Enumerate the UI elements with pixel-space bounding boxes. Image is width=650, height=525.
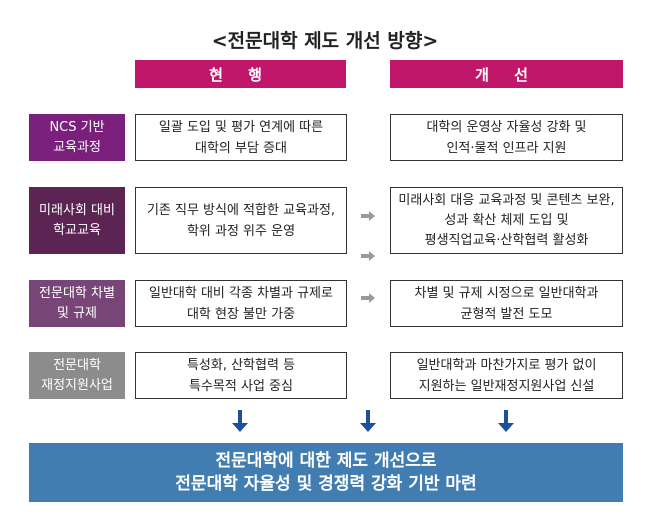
text-line: 일괄 도입 및 평가 연계에 따른 [158, 119, 324, 135]
text-line: 인적·물적 인프라 지원 [446, 140, 567, 156]
text-line: 성과 확산 체제 도입 및 [444, 212, 569, 228]
text-line: 지원하는 일반재정지원사업 신설 [418, 378, 595, 394]
header-improvement: 개 선 [390, 60, 623, 88]
label-line: 전문대학 차별 [39, 285, 115, 301]
label-line: 학교교육 [53, 222, 101, 238]
arrow-down-icon [360, 410, 376, 432]
arrow-down-icon [498, 410, 514, 432]
text-line: 차별 및 규제 시정으로 일반대학과 [414, 285, 599, 301]
current-box-future: 기존 직무 방식에 적합한 교육과정, 학위 과정 위주 운영 [135, 187, 347, 254]
label-line: 미래사회 대비 [39, 202, 115, 218]
text-line: 대학의 운영상 자율성 강화 및 [426, 119, 587, 135]
arrow-down-icon [232, 410, 248, 432]
text-line: 일반대학과 마찬가지로 평가 없이 [416, 357, 597, 373]
label-line: 전문대학 [53, 357, 101, 373]
conclusion-line: 전문대학에 대한 제도 개선으로 [215, 450, 437, 471]
conclusion-box: 전문대학에 대한 제도 개선으로 전문대학 자율성 및 경쟁력 강화 기반 마련 [29, 443, 623, 502]
diagram-title: <전문대학 제도 개선 방향> [211, 30, 439, 52]
label-line: 교육과정 [53, 139, 101, 155]
text-line: 특수목적 사업 중심 [189, 378, 293, 394]
label-line: NCS 기반 [49, 119, 105, 135]
text-line: 대학 현장 불만 가중 [186, 306, 296, 322]
text-line: 미래사회 대응 교육과정 및 콘텐츠 보완, [398, 192, 615, 208]
text-line: 특성화, 산학협력 등 [186, 357, 296, 373]
text-line: 기존 직무 방식에 적합한 교육과정, [146, 202, 336, 218]
header-current: 현 행 [135, 60, 346, 88]
arrow-right-icon [361, 211, 375, 221]
label-line: 및 규제 [56, 305, 97, 321]
conclusion-line: 전문대학 자율성 및 경쟁력 강화 기반 마련 [175, 473, 477, 494]
text-line: 균형적 발전 도모 [460, 306, 553, 322]
arrow-right-icon [361, 251, 375, 261]
label-line: 재정지원사업 [41, 377, 113, 393]
text-line: 학위 과정 위주 운영 [186, 223, 296, 239]
text-line: 대학의 부담 증대 [195, 140, 287, 156]
text-line: 평생직업교육·산학협력 활성화 [424, 232, 589, 248]
arrow-right-icon [361, 293, 375, 303]
text-line: 일반대학 대비 각종 차별과 규제로 [149, 285, 333, 301]
